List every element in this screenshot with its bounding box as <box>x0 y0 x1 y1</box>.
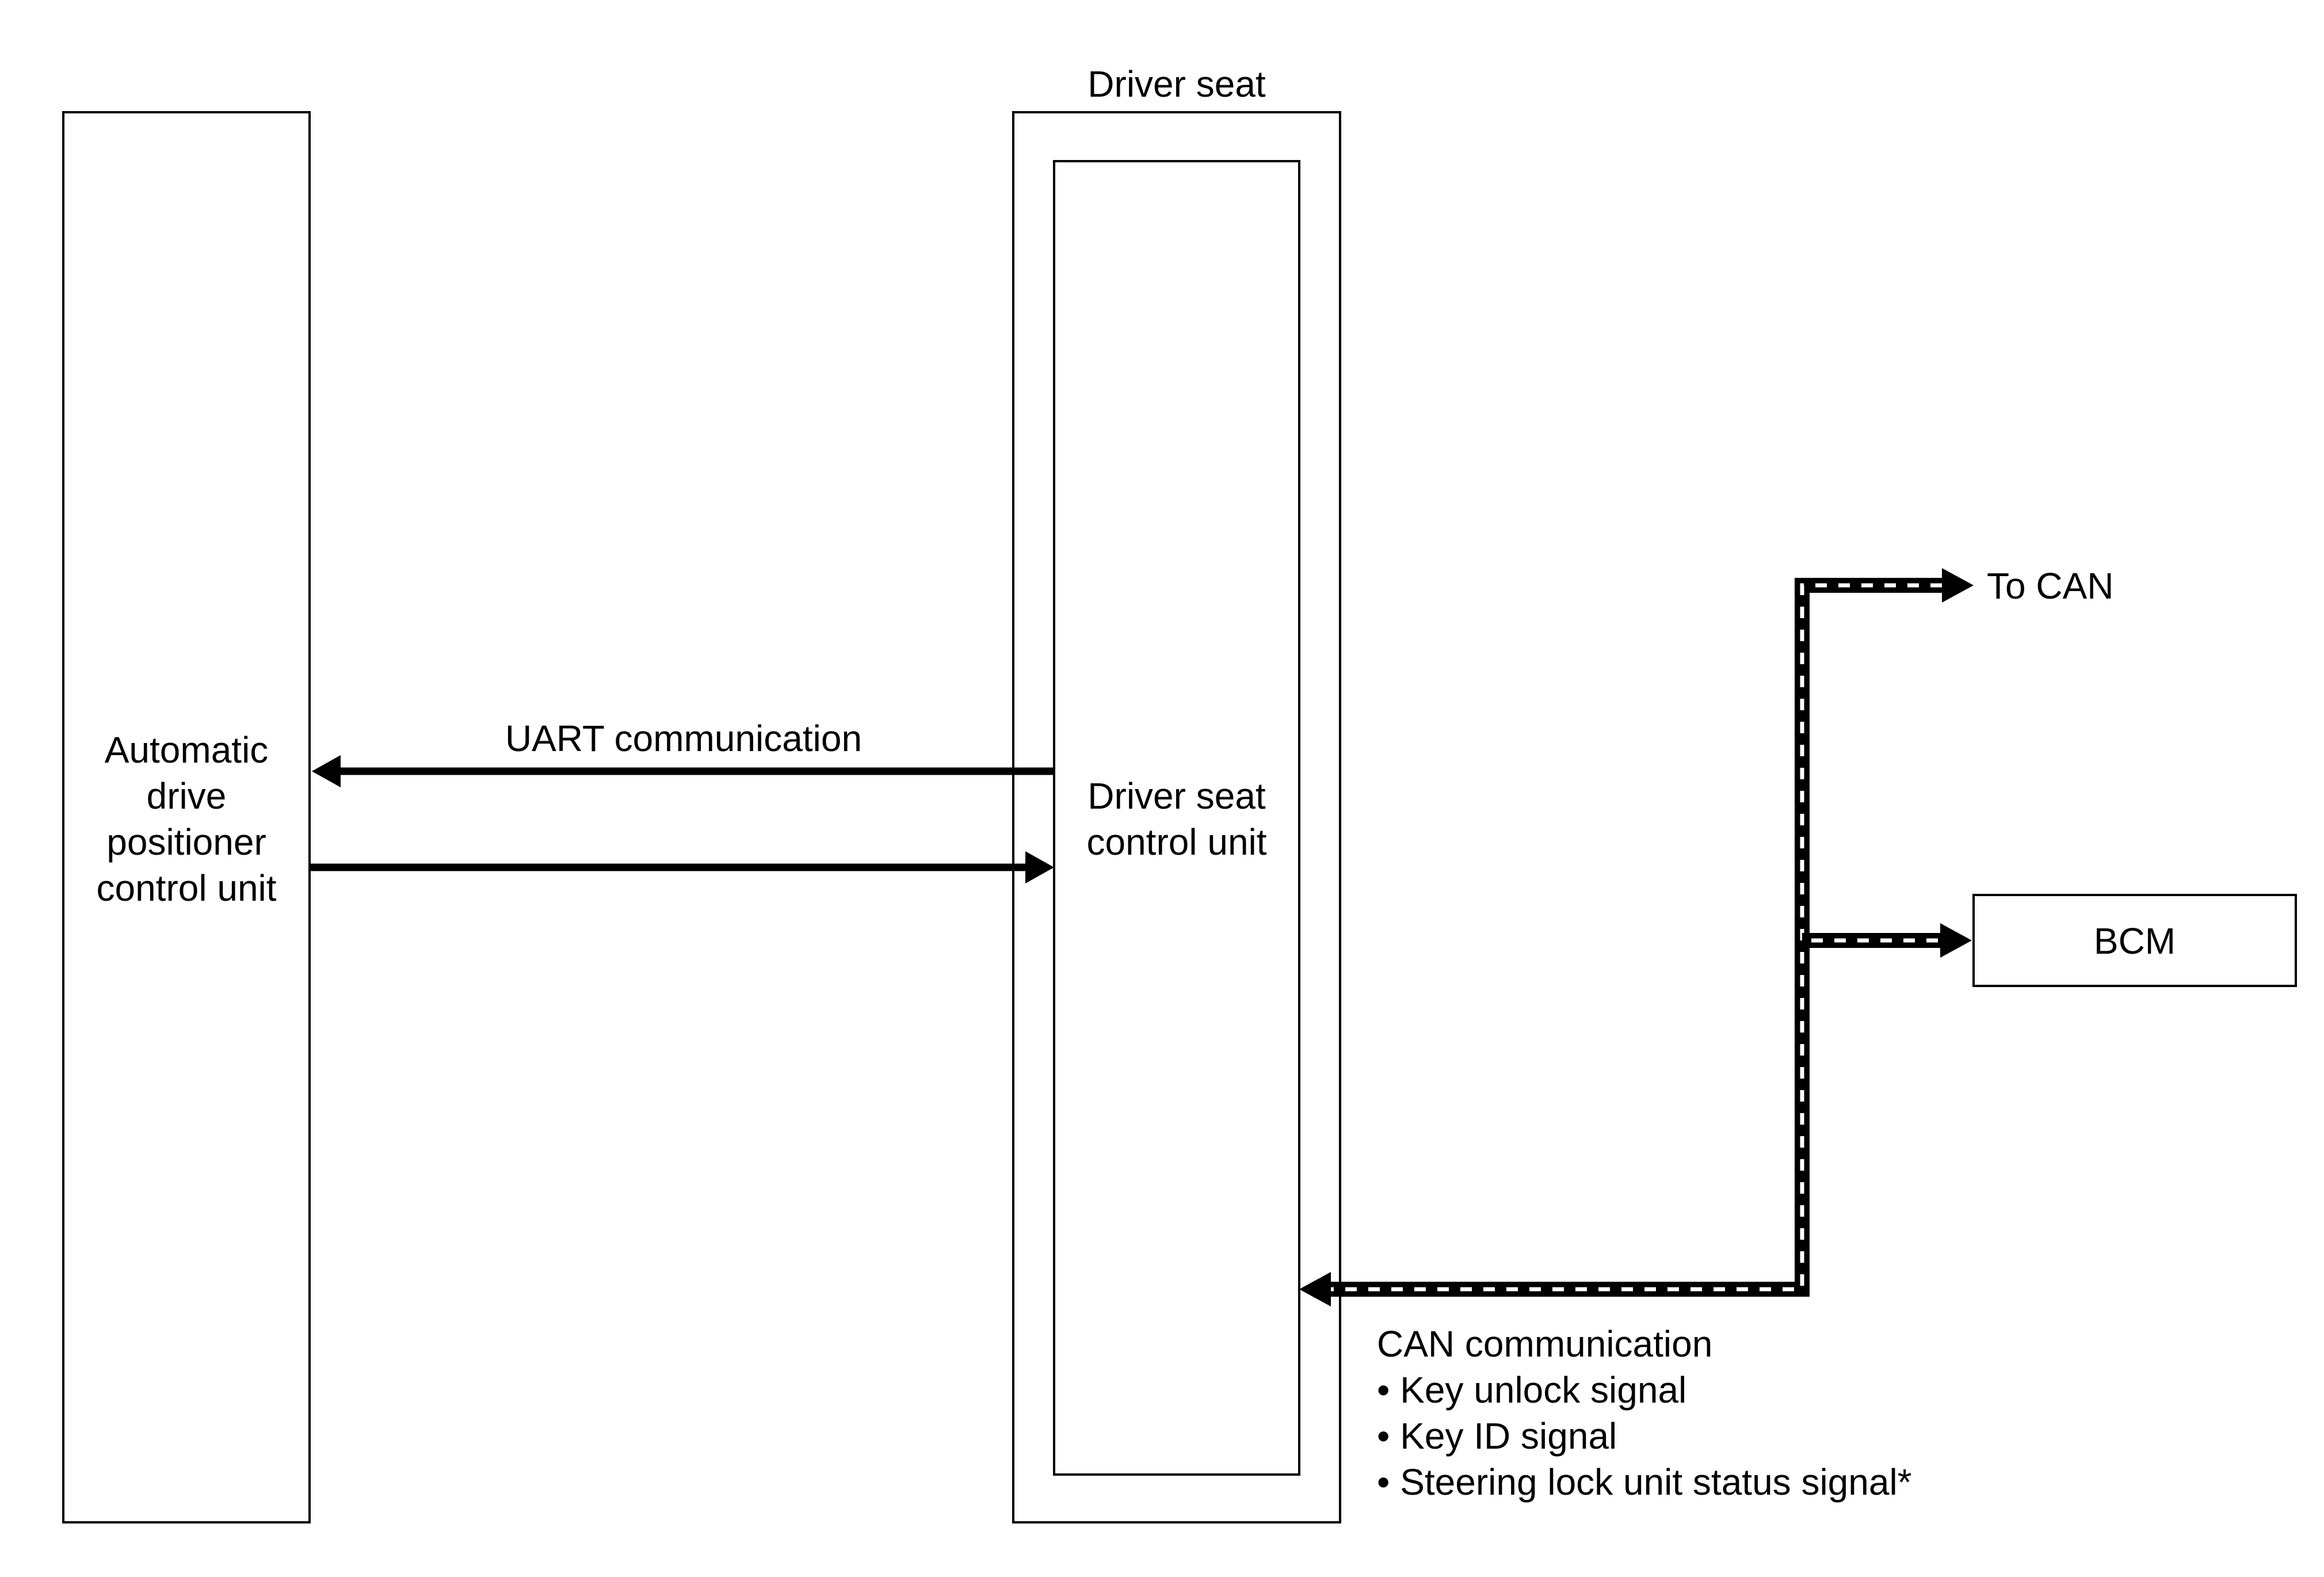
uart-arrow-left-head <box>312 755 341 787</box>
driver-seat-label: Driver seat <box>1087 63 1266 105</box>
can-signal-key-id: • Key ID signal <box>1377 1415 1617 1457</box>
adp-label-line-1: Automatic <box>105 729 269 771</box>
adp-label-line-3: positioner <box>106 821 266 863</box>
driver-seat-box <box>1012 111 1341 1523</box>
bcm-arrow-head <box>1940 923 1972 958</box>
to-can-arrow-head <box>1942 568 1974 603</box>
can-communication-title: CAN communication <box>1377 1323 1712 1365</box>
dscu-label-line-2: control unit <box>1086 821 1266 863</box>
adp-label-line-2: drive <box>147 775 227 817</box>
uart-arrow-right-head <box>1025 851 1054 883</box>
can-bus <box>1299 568 1974 1306</box>
driver-seat-control-unit-box <box>1053 160 1300 1476</box>
dscu-label-line-1: Driver seat <box>1087 775 1266 817</box>
uart-label: UART communication <box>505 718 862 759</box>
can-signal-list: CAN communication • Key unlock signal • … <box>1377 1323 1912 1503</box>
driver-seat: Driver seat Driver seat control unit <box>1012 63 1341 1523</box>
bcm: BCM <box>1972 894 2297 987</box>
automatic-drive-positioner-box <box>62 111 311 1523</box>
bcm-label: BCM <box>2094 920 2176 962</box>
uart-communication: UART communication <box>310 718 1054 883</box>
adp-label-line-4: control unit <box>96 867 276 909</box>
automatic-drive-positioner-unit: Automatic drive positioner control unit <box>62 111 311 1523</box>
can-signal-key-unlock: • Key unlock signal <box>1377 1369 1686 1411</box>
bcm-box <box>1972 894 2297 987</box>
can-signal-steering-lock: • Steering lock unit status signal* <box>1377 1461 1912 1503</box>
can-to-driver-seat-arrow-head <box>1299 1272 1331 1306</box>
to-can-label: To CAN <box>1987 565 2114 607</box>
